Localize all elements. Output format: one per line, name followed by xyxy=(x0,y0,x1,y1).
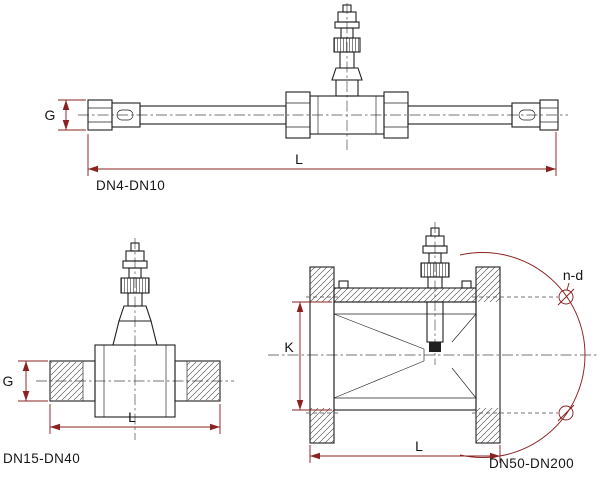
caption-dn15-dn40: DN15-DN40 xyxy=(3,451,80,466)
dimension-l-large: L xyxy=(309,438,501,463)
n-d-leader xyxy=(566,282,570,291)
hex-nut-right xyxy=(539,99,559,131)
dimension-l-small: L xyxy=(87,132,557,176)
flow-cone xyxy=(333,313,425,399)
bolt-circle-arc xyxy=(459,252,586,458)
threaded-nipple-left xyxy=(49,360,96,402)
drawing-dn50-dn200: n-d K L DN50-DN200 xyxy=(268,222,598,471)
top-plate xyxy=(333,287,477,303)
thread-hatch xyxy=(187,362,219,400)
end-fitting-left xyxy=(87,99,141,131)
sensor-assembly xyxy=(420,227,450,289)
meter-body-section xyxy=(333,280,477,411)
sensor-assembly xyxy=(112,242,158,346)
bolt-hole-top xyxy=(557,288,575,306)
drawing-dn4-dn10: G L DN4-DN10 xyxy=(45,3,568,193)
stud-left xyxy=(338,280,349,289)
flange-left xyxy=(306,266,338,444)
dimension-label-l: L xyxy=(128,409,136,425)
caption-dn50-dn200: DN50-DN200 xyxy=(489,456,574,471)
dimension-label-l: L xyxy=(415,438,423,454)
stud-right xyxy=(461,280,472,289)
bolt-hole-bottom xyxy=(557,404,575,422)
dimension-label-g: G xyxy=(45,107,56,123)
dimension-l-medium: L xyxy=(49,404,221,434)
drawing-dn15-dn40: G L DN15-DN40 xyxy=(3,238,234,466)
bolt-holes-label: n-d xyxy=(563,267,583,283)
pickup-coil xyxy=(429,342,441,352)
tube-shell xyxy=(333,301,477,411)
dimension-g-small: G xyxy=(45,99,86,131)
hex-nut-left xyxy=(87,99,113,131)
dimension-label-k: K xyxy=(284,339,294,355)
knurled-nut xyxy=(420,262,450,278)
dimension-label-l: L xyxy=(295,151,303,167)
threaded-nipple-right xyxy=(174,360,221,402)
dimension-k-large: K xyxy=(284,301,332,411)
meter-body xyxy=(285,91,409,139)
knurled-nut xyxy=(333,37,361,53)
caption-dn4-dn10: DN4-DN10 xyxy=(96,178,165,193)
dimension-label-g: G xyxy=(3,373,14,389)
dimension-g-medium: G xyxy=(3,360,48,402)
flange-right xyxy=(472,266,558,444)
knurled-nut xyxy=(120,277,150,294)
end-fitting-right xyxy=(511,99,559,131)
thread-hatch xyxy=(51,362,83,400)
